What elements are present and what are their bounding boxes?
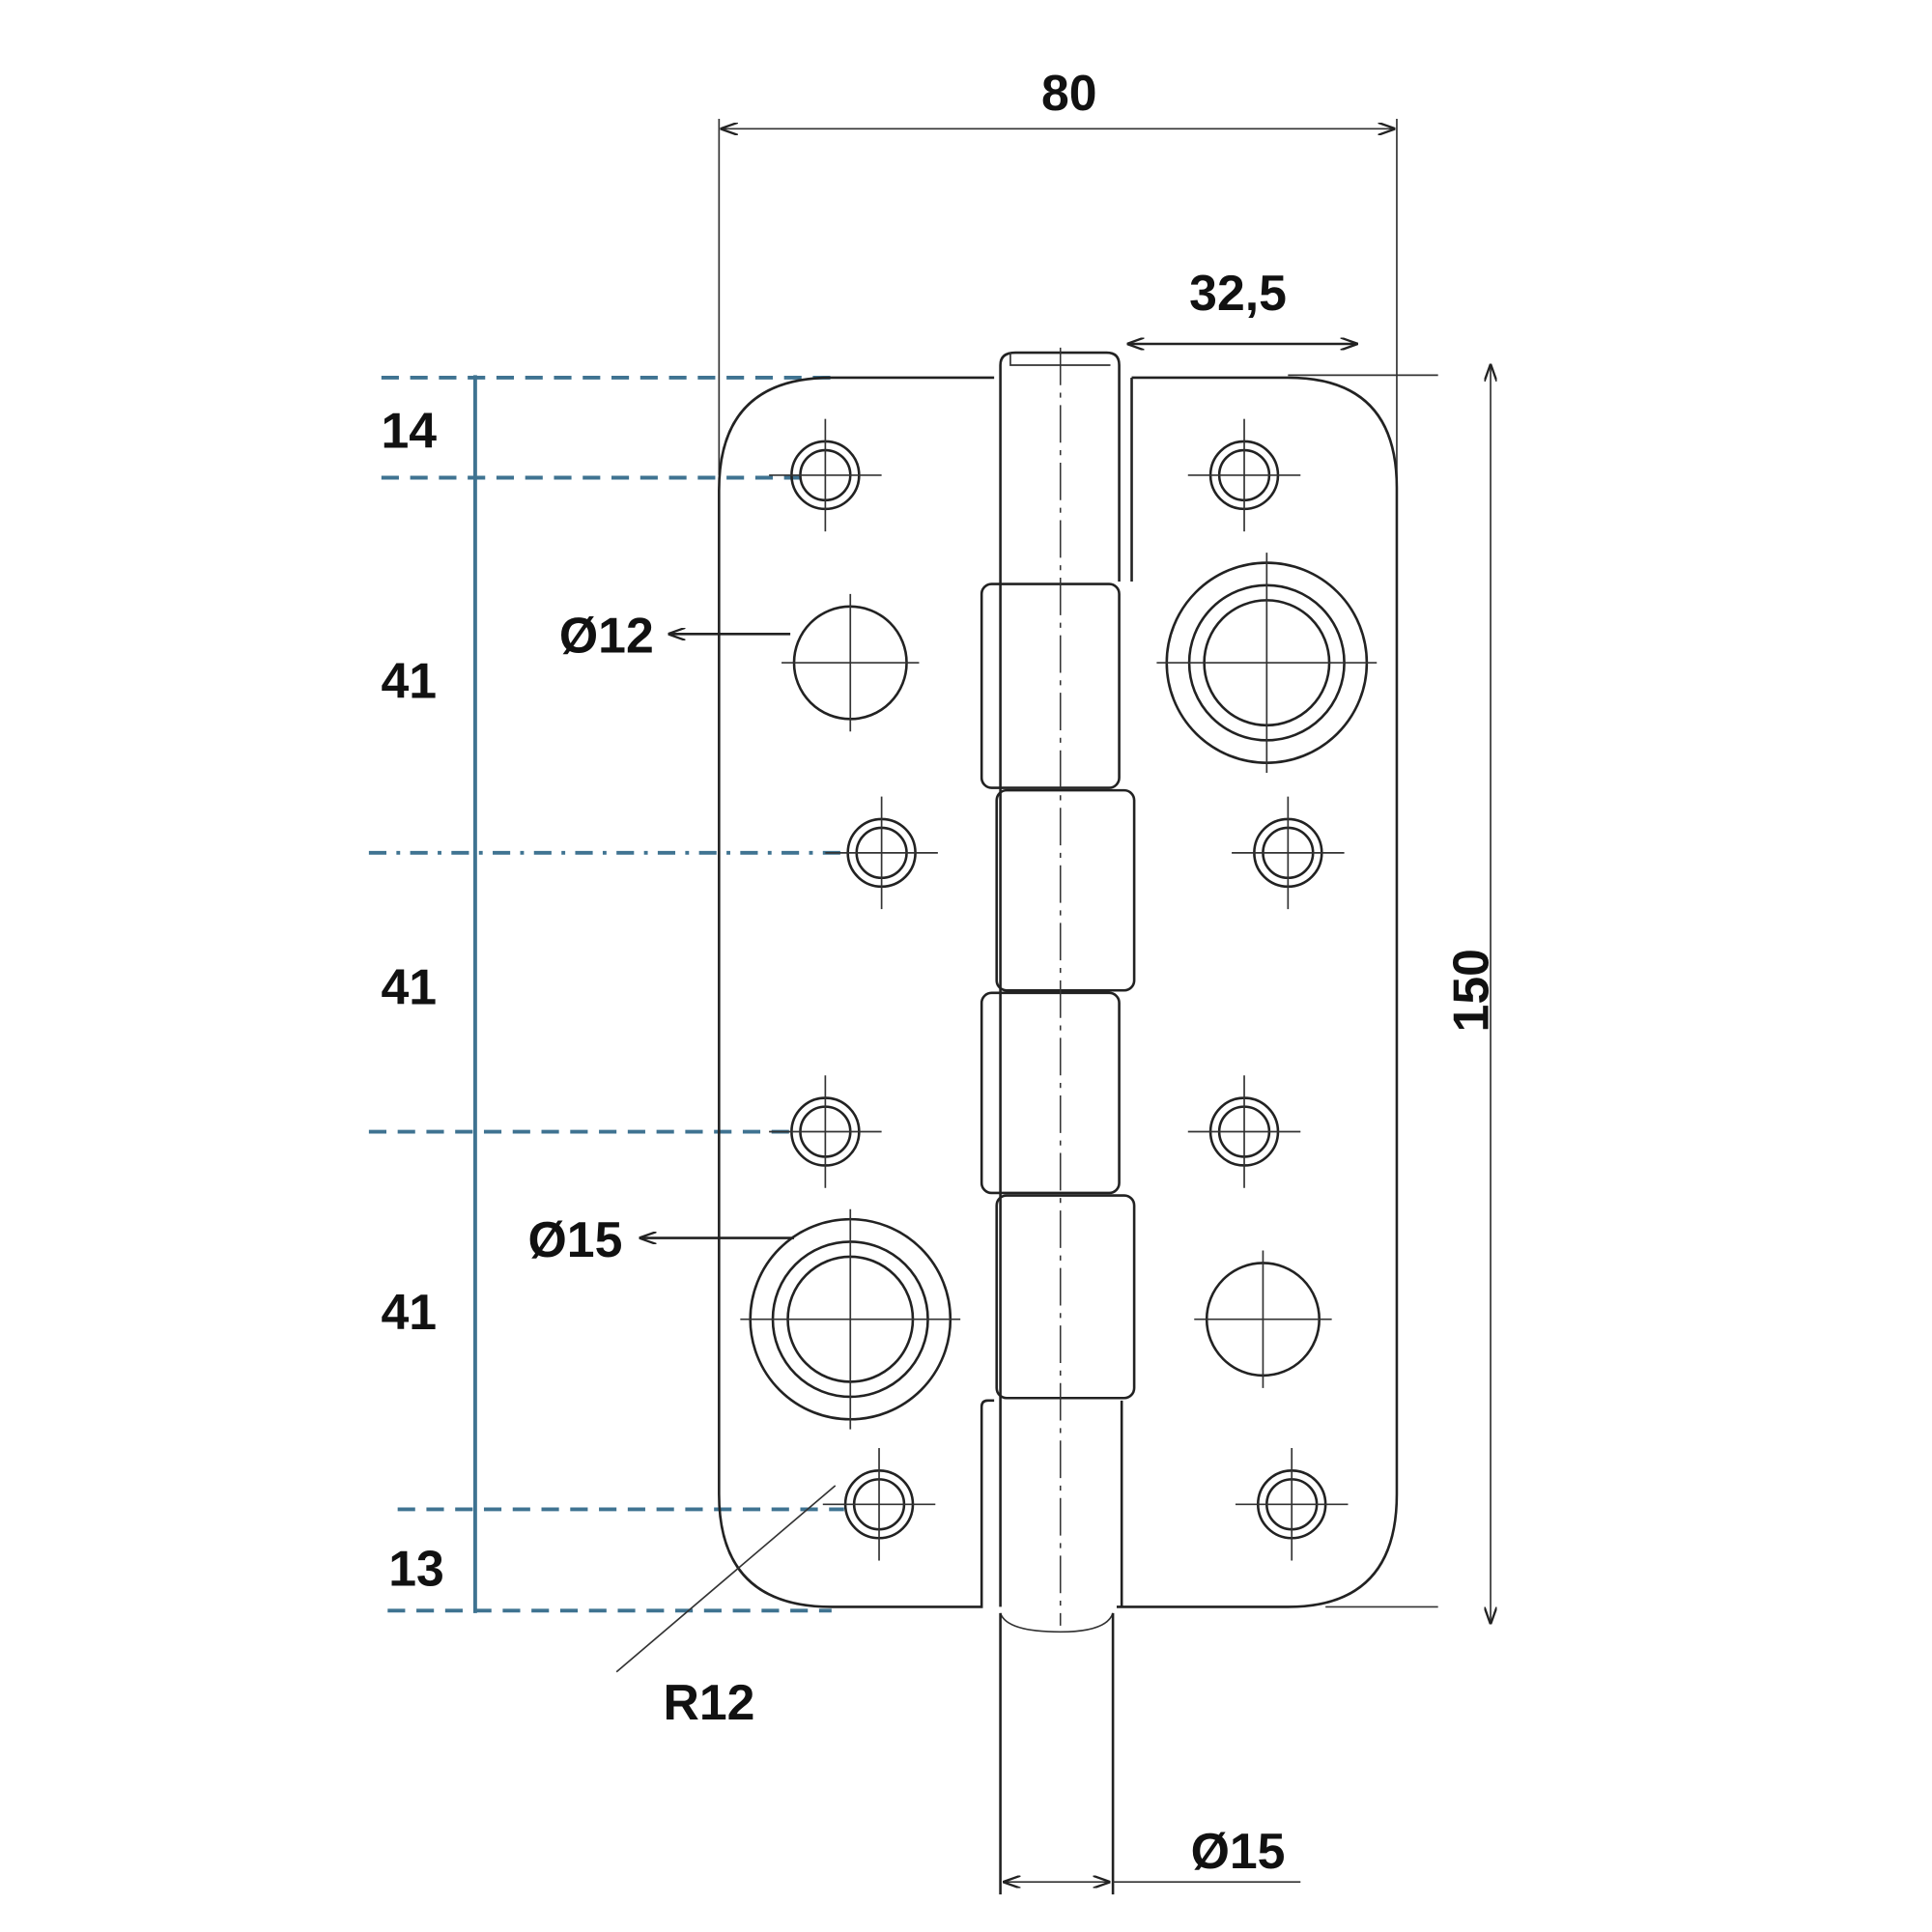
countersunk-hole (739, 1208, 962, 1431)
corner-radius-label: R12 (663, 1674, 754, 1730)
spacing-bottom-label: 13 (388, 1540, 444, 1596)
spacing-1-label: 41 (382, 652, 438, 708)
hinge-knuckle (980, 347, 1136, 1626)
pin-diameter-dimension: Ø15 (999, 1612, 1301, 1895)
pin-offset-label: 32,5 (1189, 265, 1287, 321)
screw-hole (1186, 417, 1302, 533)
height-dimension: 150 (1288, 365, 1498, 1623)
spacing-3-label: 41 (382, 1284, 438, 1340)
hole-small-label: Ø12 (559, 608, 654, 664)
screw-hole (821, 1446, 937, 1562)
screw-hole (1234, 1446, 1350, 1562)
pin-offset-dimension: 32,5 (1128, 265, 1357, 344)
width-dimension: 80 (718, 65, 1398, 488)
hole-callouts: Ø12 Ø15 R12 (528, 608, 837, 1730)
screw-hole (767, 417, 883, 533)
screw-hole (824, 795, 940, 911)
plain-hole (1192, 1249, 1333, 1390)
height-label: 150 (1442, 949, 1498, 1032)
spacing-2-label: 41 (382, 958, 438, 1014)
screw-hole (767, 1073, 883, 1190)
screw-hole (1186, 1073, 1302, 1190)
screw-hole (1230, 795, 1346, 911)
countersunk-hole (1155, 551, 1378, 775)
hole-large-label: Ø15 (528, 1211, 623, 1267)
hinge-leaves (718, 376, 1399, 1608)
width-label: 80 (1041, 65, 1097, 121)
pin-diameter-label: Ø15 (1191, 1823, 1286, 1879)
spacing-top-label: 14 (382, 402, 438, 458)
spacing-guides: 14 41 41 41 13 (368, 375, 851, 1613)
plain-hole (780, 592, 921, 733)
